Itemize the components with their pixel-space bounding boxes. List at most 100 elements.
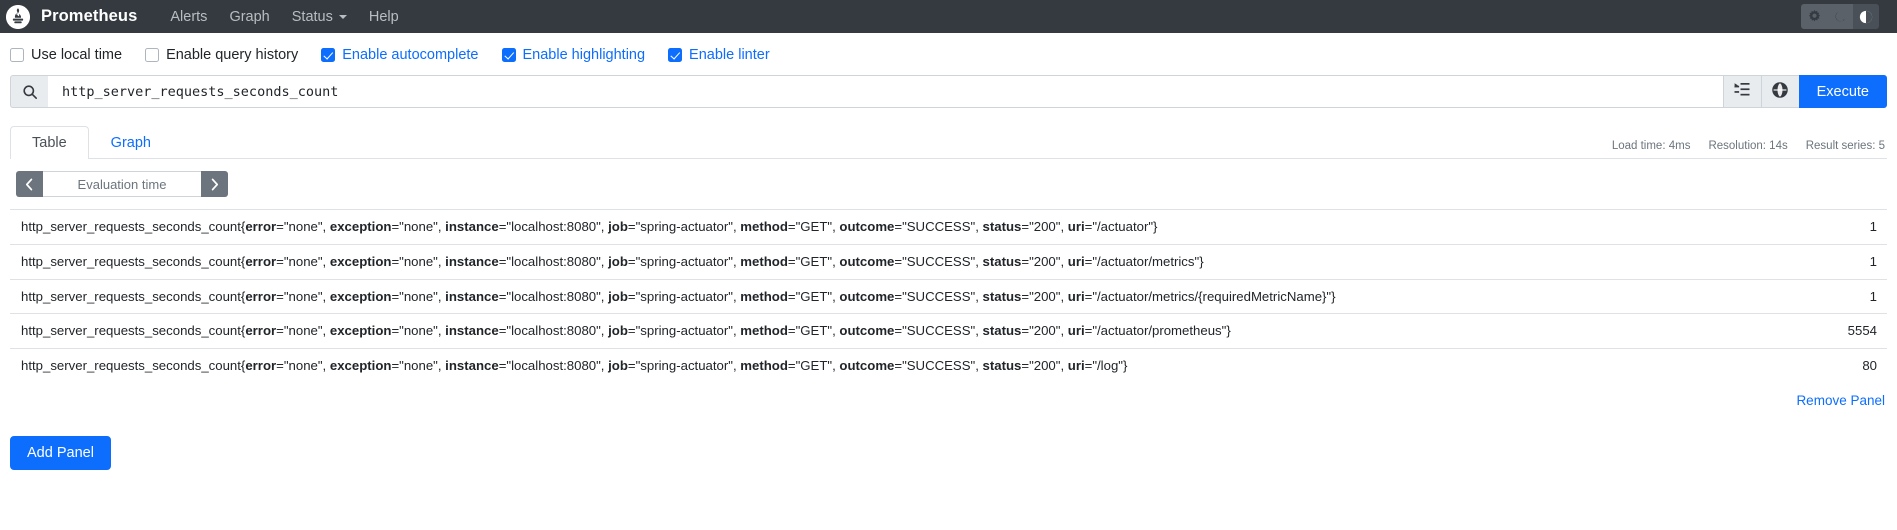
series-close-brace: } (1153, 219, 1158, 234)
enable-autocomplete-checkbox[interactable] (321, 48, 336, 62)
navbar: Prometheus Alerts Graph Status Help (0, 0, 1897, 33)
label-name: exception (329, 288, 392, 304)
option-enable-highlighting[interactable]: Enable highlighting (501, 47, 646, 63)
table-row: http_server_requests_seconds_count{error… (10, 243, 1887, 280)
metric-name: http_server_requests_seconds_count{ (21, 358, 246, 374)
label-name: uri (1067, 253, 1085, 269)
evaluation-time-input[interactable]: Evaluation time (43, 171, 201, 197)
metric-name: http_server_requests_seconds_count{ (21, 219, 246, 234)
metric-name: http_server_requests_seconds_count{ (21, 253, 246, 269)
label-name: exception (329, 358, 392, 374)
tab-table[interactable]: Table (10, 126, 89, 159)
chevron-down-icon (338, 14, 347, 19)
label-value: ="200", (1021, 253, 1068, 269)
label-name: status (982, 288, 1022, 304)
label-name: exception (329, 219, 392, 234)
moon-icon (1834, 10, 1847, 23)
remove-panel-row: Remove Panel (10, 383, 1887, 409)
remove-panel-link[interactable]: Remove Panel (1796, 393, 1885, 409)
label-name: error (245, 219, 277, 234)
label-value: ="SUCCESS", (894, 219, 983, 234)
label-value: ="none", (391, 358, 446, 374)
label-name: status (982, 253, 1022, 269)
table-row: http_server_requests_seconds_count{error… (10, 348, 1887, 384)
enable-linter-label: Enable linter (689, 47, 770, 63)
option-use-local-time[interactable]: Use local time (10, 47, 122, 63)
label-name: method (740, 288, 788, 304)
execute-button[interactable]: Execute (1798, 75, 1887, 108)
series-cell: http_server_requests_seconds_count{error… (10, 278, 1767, 314)
label-value: ="localhost:8080", (498, 288, 609, 304)
label-name: uri (1067, 219, 1085, 234)
enable-highlighting-checkbox[interactable] (501, 48, 516, 62)
label-value: ="none", (276, 323, 330, 339)
label-name: instance (445, 253, 499, 269)
table-row: http_server_requests_seconds_count{error… (10, 278, 1887, 314)
format-indent-icon (1734, 82, 1750, 101)
label-name: job (608, 323, 628, 339)
theme-dark-button[interactable] (1827, 4, 1853, 29)
chevron-right-icon[interactable] (201, 171, 228, 197)
enable-linter-checkbox[interactable] (668, 48, 683, 62)
label-name: outcome (839, 253, 895, 269)
label-value: ="localhost:8080", (498, 219, 609, 234)
metrics-explorer-button[interactable] (1760, 75, 1799, 108)
label-value: ="/actuator/prometheus" (1084, 323, 1227, 339)
tab-graph[interactable]: Graph (110, 135, 151, 151)
search-icon (10, 75, 48, 108)
label-value: ="200", (1021, 219, 1068, 234)
label-name: outcome (839, 288, 895, 304)
label-name: uri (1067, 358, 1085, 374)
series-close-brace: } (1331, 288, 1336, 304)
label-name: status (982, 219, 1022, 234)
label-name: error (245, 323, 277, 339)
enable-highlighting-label: Enable highlighting (522, 47, 646, 63)
format-expression-button[interactable] (1722, 75, 1761, 108)
option-enable-autocomplete[interactable]: Enable autocomplete (321, 47, 479, 63)
label-name: instance (445, 323, 499, 339)
nav-link-alerts[interactable]: Alerts (159, 5, 218, 29)
label-value: ="spring-actuator", (627, 358, 741, 374)
stat-load-time: Load time: 4ms (1611, 140, 1691, 152)
brand-name: Prometheus (41, 7, 138, 25)
label-name: status (982, 358, 1022, 374)
label-name: job (608, 288, 628, 304)
add-panel-row: Add Panel (0, 409, 1897, 471)
use-local-time-checkbox[interactable] (10, 48, 24, 62)
chevron-left-icon[interactable] (16, 171, 43, 197)
theme-auto-button[interactable] (1853, 4, 1879, 29)
options-bar: Use local time Enable query history Enab… (0, 33, 1897, 75)
enable-query-history-label: Enable query history (166, 47, 299, 63)
label-name: job (608, 358, 628, 374)
sun-icon (1808, 10, 1821, 23)
panel-body: Evaluation time http_server_requests_sec… (10, 159, 1887, 384)
brand[interactable]: Prometheus (6, 4, 138, 29)
option-enable-query-history[interactable]: Enable query history (145, 47, 298, 63)
enable-autocomplete-label: Enable autocomplete (342, 47, 479, 63)
label-name: error (245, 358, 277, 374)
nav-link-status[interactable]: Status (281, 5, 358, 29)
nav-link-help[interactable]: Help (358, 5, 410, 29)
label-value: ="SUCCESS", (894, 358, 983, 374)
label-name: outcome (839, 323, 895, 339)
nav-link-help-label: Help (368, 8, 399, 25)
label-name: instance (445, 219, 499, 234)
nav-link-status-label: Status (291, 8, 333, 25)
use-local-time-label: Use local time (31, 47, 123, 63)
metric-name: http_server_requests_seconds_count{ (21, 288, 246, 304)
query-input[interactable] (48, 75, 1723, 108)
label-value: ="localhost:8080", (498, 323, 609, 339)
enable-query-history-checkbox[interactable] (145, 48, 160, 62)
series-close-brace: } (1199, 253, 1204, 269)
prometheus-logo-icon (6, 4, 30, 29)
label-value: ="200", (1021, 323, 1068, 339)
label-value: ="200", (1021, 358, 1068, 374)
series-close-brace: } (1226, 323, 1231, 339)
nav-link-graph-label: Graph (229, 8, 270, 25)
theme-light-button[interactable] (1801, 4, 1827, 29)
add-panel-button[interactable]: Add Panel (10, 436, 111, 471)
value-cell: 1 (1767, 209, 1887, 245)
label-value: ="/actuator" (1084, 219, 1154, 234)
nav-link-graph[interactable]: Graph (218, 5, 280, 29)
option-enable-linter[interactable]: Enable linter (668, 47, 770, 63)
